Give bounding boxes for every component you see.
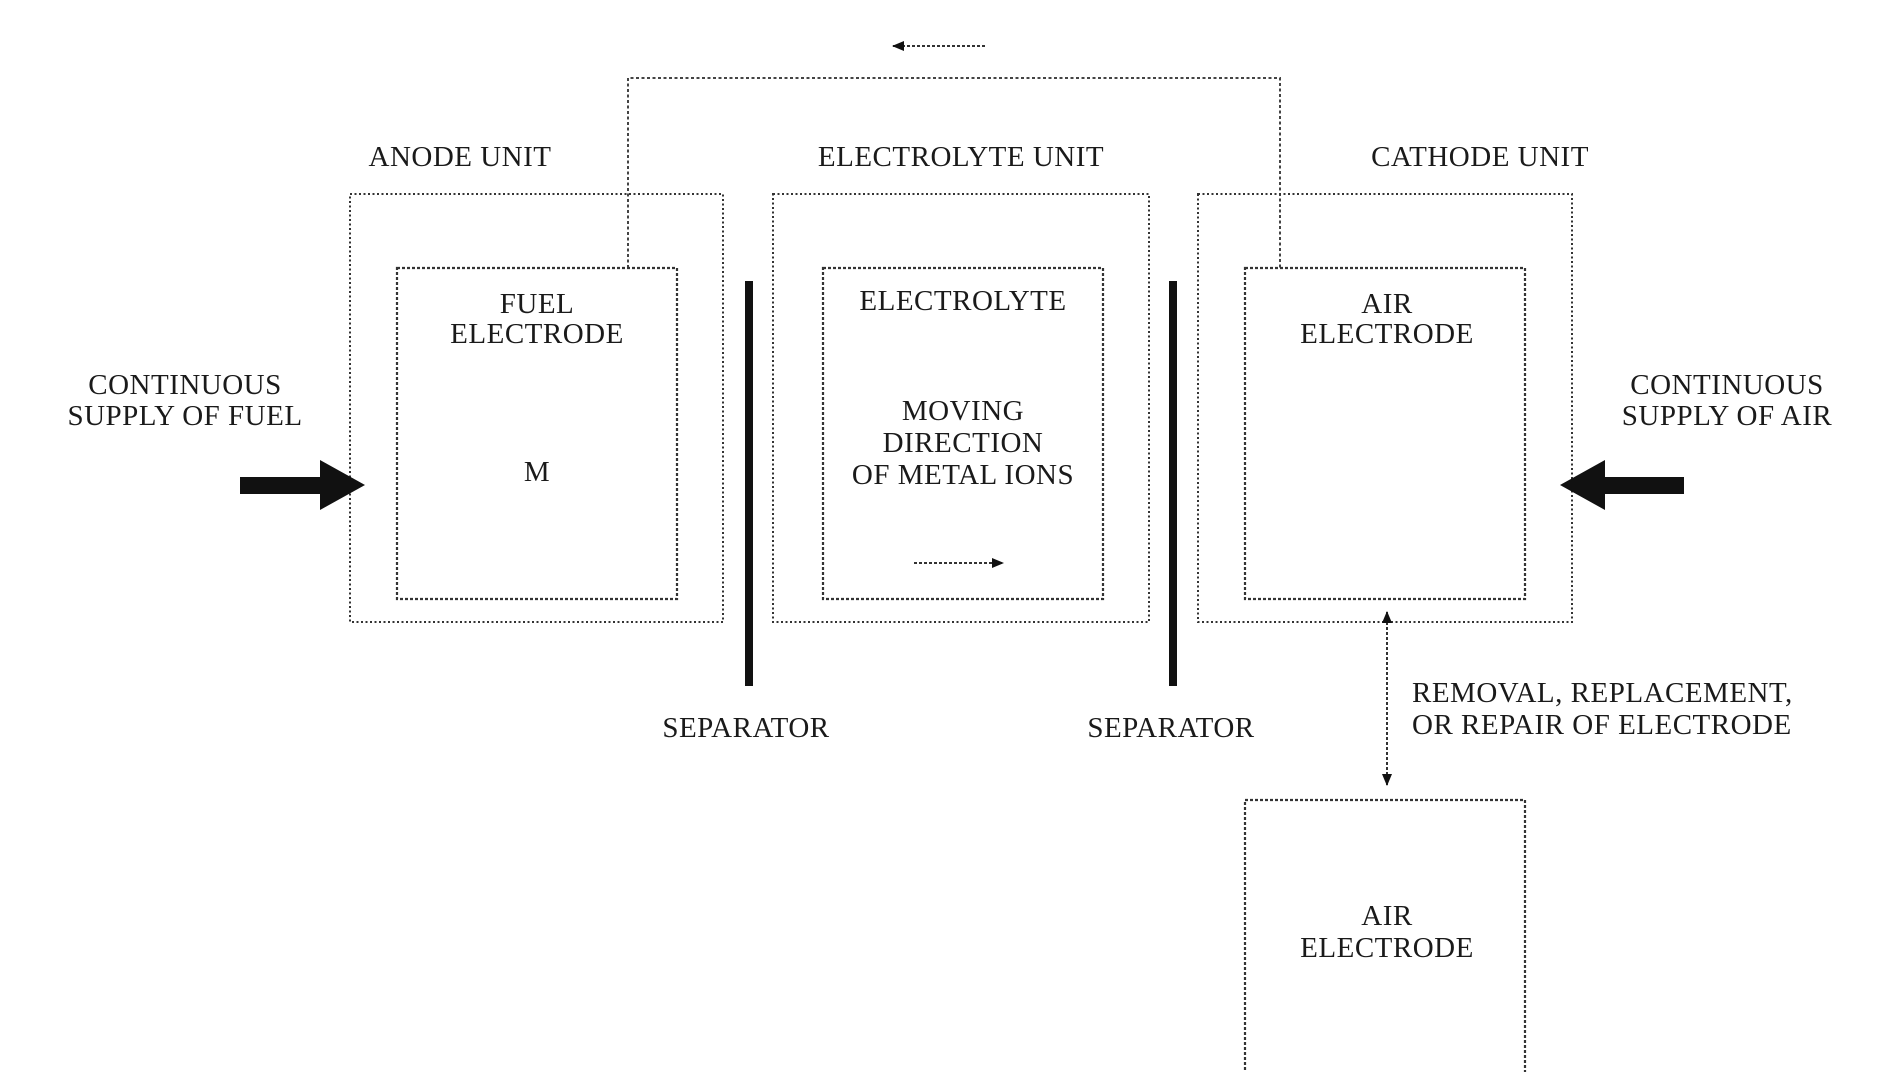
fuel-supply-arrow bbox=[240, 460, 365, 510]
electrolyte-unit: ELECTROLYTE UNIT ELECTROLYTE MOVING DIRE… bbox=[773, 141, 1149, 622]
cathode-unit-label: CATHODE UNIT bbox=[1371, 141, 1589, 173]
cathode-unit: CATHODE UNIT AIR ELECTRODE bbox=[1198, 141, 1589, 622]
metal-symbol: M bbox=[524, 456, 550, 488]
separator-right-label: SEPARATOR bbox=[1087, 712, 1254, 744]
spare-air-electrode-label-line2: ELECTRODE bbox=[1300, 932, 1474, 964]
exchange-label-line2: OR REPAIR OF ELECTRODE bbox=[1412, 709, 1792, 741]
anode-unit-label: ANODE UNIT bbox=[369, 141, 552, 173]
electrolyte-unit-label: ELECTROLYTE UNIT bbox=[818, 141, 1104, 173]
air-supply-label-line2: SUPPLY OF AIR bbox=[1622, 400, 1833, 432]
air-electrode-label-line1: AIR bbox=[1361, 288, 1413, 320]
ion-direction-line1: MOVING bbox=[902, 395, 1024, 427]
fuel-electrode-label-line1: FUEL bbox=[500, 288, 575, 320]
air-supply-arrow bbox=[1560, 460, 1684, 510]
ion-direction-line3: OF METAL IONS bbox=[852, 459, 1074, 491]
anode-unit-box bbox=[350, 194, 723, 622]
fuel-electrode-label-line2: ELECTRODE bbox=[450, 318, 624, 350]
exchange-label-line1: REMOVAL, REPLACEMENT, bbox=[1412, 677, 1793, 709]
cathode-unit-box bbox=[1198, 194, 1572, 622]
anode-unit: ANODE UNIT FUEL ELECTRODE M bbox=[350, 141, 723, 622]
electrolyte-label: ELECTROLYTE bbox=[859, 285, 1066, 317]
air-electrode-label-line2: ELECTRODE bbox=[1300, 318, 1474, 350]
external-circuit-wire bbox=[628, 78, 1280, 268]
spare-air-electrode-label-line1: AIR bbox=[1361, 900, 1413, 932]
fuel-supply-label-line1: CONTINUOUS bbox=[88, 369, 282, 401]
air-supply-label-line1: CONTINUOUS bbox=[1630, 369, 1824, 401]
separator-left-label: SEPARATOR bbox=[662, 712, 829, 744]
ion-direction-line2: DIRECTION bbox=[883, 427, 1044, 459]
fuel-supply-label-line2: SUPPLY OF FUEL bbox=[67, 400, 302, 432]
